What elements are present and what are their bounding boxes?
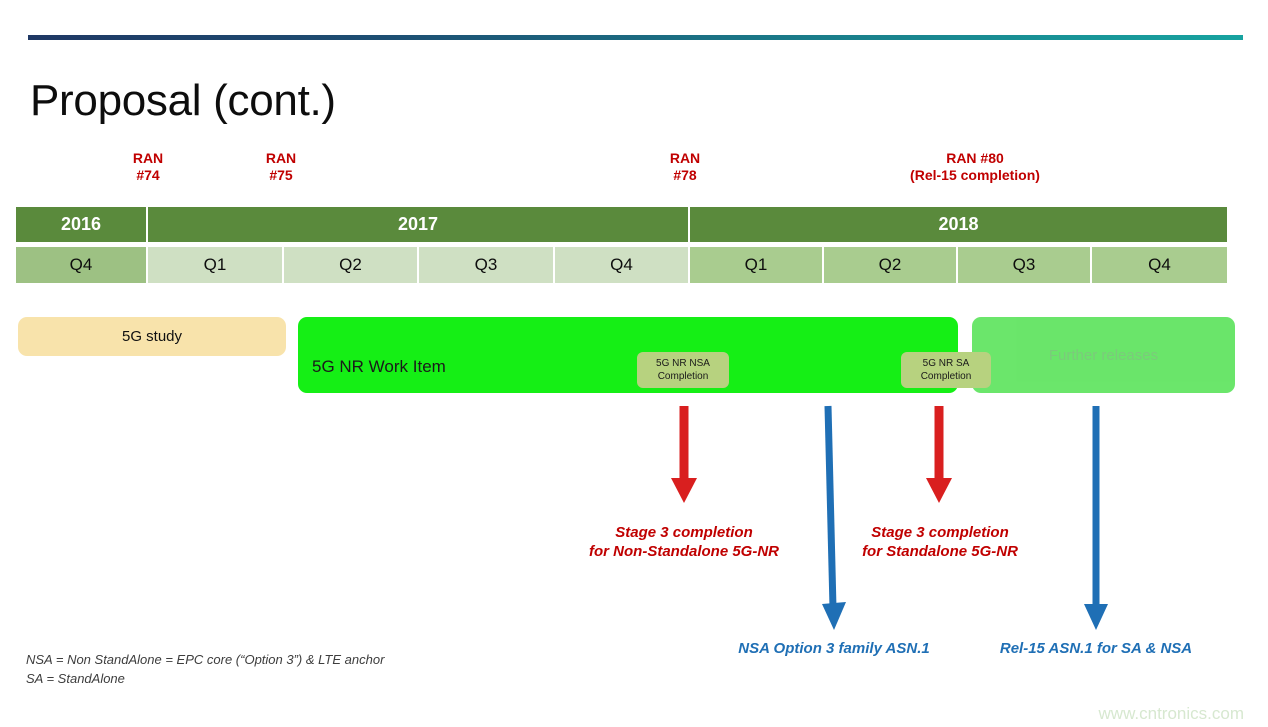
- quarter-cell-2017-q2: Q2: [284, 247, 419, 283]
- timeline-year-row: 2016 2017 2018: [16, 207, 1227, 242]
- ran-marker-75: RAN #75: [265, 150, 297, 183]
- callout-nsa-option3-asn1: NSA Option 3 family ASN.1: [738, 640, 930, 657]
- year-cell-2018: 2018: [690, 207, 1227, 242]
- quarter-cell-2016-q4: Q4: [16, 247, 148, 283]
- year-cell-2017: 2017: [148, 207, 690, 242]
- timeline-quarter-row: Q4 Q1 Q2 Q3 Q4 Q1 Q2 Q3 Q4: [16, 247, 1227, 283]
- bar-further-releases: Further releases: [972, 317, 1235, 393]
- callout-stage3-sa: Stage 3 completion for Standalone 5G-NR: [862, 524, 1018, 560]
- year-cell-2016: 2016: [16, 207, 148, 242]
- callout-stage3-nsa: Stage 3 completion for Non-Standalone 5G…: [589, 524, 779, 560]
- quarter-cell-2017-q3: Q3: [419, 247, 555, 283]
- milestone-chip-sa-line1: 5G NR SA: [922, 358, 970, 369]
- bar-5g-study: 5G study: [18, 317, 286, 356]
- bar-5g-nr-work-item: 5G NR Work Item: [298, 317, 958, 393]
- watermark: www.cntronics.com: [1098, 704, 1244, 723]
- header-accent-rule: [28, 35, 1243, 40]
- quarter-cell-2018-q1: Q1: [690, 247, 824, 283]
- page-title: Proposal (cont.): [30, 76, 336, 125]
- quarter-cell-2018-q2: Q2: [824, 247, 958, 283]
- ran-marker-80: RAN #80 (Rel-15 completion): [910, 150, 1040, 183]
- red-arrow-nsa: [671, 406, 697, 503]
- quarter-cell-2017-q1: Q1: [148, 247, 284, 283]
- milestone-chip-5g-nr-sa-completion: 5G NR SA Completion: [901, 352, 991, 388]
- blue-arrow-rel15-asn1: [1084, 406, 1108, 630]
- quarter-cell-2017-q4: Q4: [555, 247, 690, 283]
- timeline-grid: 2016 2017 2018 Q4 Q1 Q2 Q3 Q4 Q1 Q2 Q3 Q…: [16, 207, 1227, 283]
- milestone-chip-nsa-line1: 5G NR NSA: [656, 358, 710, 369]
- milestone-chip-5g-nr-nsa-completion: 5G NR NSA Completion: [637, 352, 729, 388]
- blue-arrow-nsa-asn1: [822, 405, 846, 630]
- bar-5g-nr-work-item-label: 5G NR Work Item: [312, 357, 446, 376]
- ran-marker-74: RAN #74: [132, 150, 164, 183]
- red-arrow-sa: [926, 406, 952, 503]
- quarter-cell-2018-q4: Q4: [1092, 247, 1227, 283]
- ran-marker-78: RAN #78: [669, 150, 701, 183]
- quarter-cell-2018-q3: Q3: [958, 247, 1092, 283]
- footnote-legend: NSA = Non StandAlone = EPC core (“Option…: [26, 652, 385, 686]
- bar-further-releases-label: Further releases: [1048, 347, 1159, 364]
- callout-rel15-asn1: Rel-15 ASN.1 for SA & NSA: [999, 640, 1193, 657]
- milestone-chip-nsa-line2: Completion: [657, 371, 709, 382]
- milestone-chip-sa-line2: Completion: [920, 371, 972, 382]
